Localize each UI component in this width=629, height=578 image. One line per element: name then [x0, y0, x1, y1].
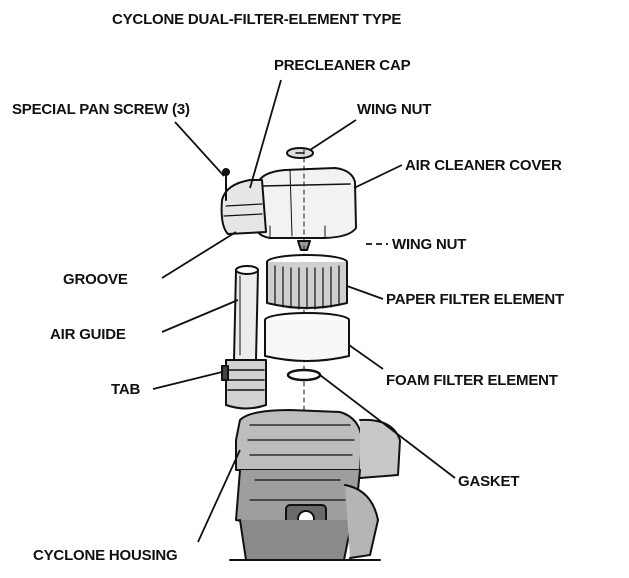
- label-tab: TAB: [111, 381, 141, 398]
- label-gasket: GASKET: [458, 473, 520, 490]
- label-precleaner-cap: PRECLEANER CAP: [274, 57, 411, 74]
- wing-nut-top-part: [286, 147, 314, 159]
- label-air-cleaner-cover: AIR CLEANER COVER: [405, 157, 562, 174]
- label-special-pan-screw: SPECIAL PAN SCREW (3): [12, 101, 190, 118]
- label-wing-nut-top: WING NUT: [357, 101, 432, 118]
- paper-filter-part: [266, 254, 348, 310]
- leader-tab: [152, 371, 223, 390]
- label-foam-filter-element: FOAM FILTER ELEMENT: [386, 372, 558, 389]
- label-paper-filter-element: PAPER FILTER ELEMENT: [386, 291, 564, 308]
- leader-wing-nut-top: [309, 119, 357, 151]
- pan-screw-part: [222, 168, 230, 201]
- leader-gasket: [319, 374, 456, 479]
- label-air-guide: AIR GUIDE: [50, 326, 126, 343]
- leader-air-cleaner-cover: [353, 164, 403, 189]
- label-wing-nut-inner: WING NUT: [392, 236, 467, 253]
- leader-foam-filter: [348, 344, 384, 370]
- leader-air-guide: [161, 299, 239, 333]
- gasket-part: [286, 368, 322, 382]
- air-cleaner-cover-part: [255, 167, 357, 239]
- air-guide-part: [233, 265, 259, 361]
- engine-base-part: [229, 409, 401, 561]
- leader-lines: [152, 79, 456, 543]
- diagram-title: CYCLONE DUAL-FILTER-ELEMENT TYPE: [112, 11, 402, 28]
- leader-pan-screw: [174, 121, 225, 177]
- precleaner-cap-part: [220, 179, 267, 235]
- leader-groove: [161, 231, 237, 279]
- leader-cyclone-housing: [197, 449, 241, 543]
- label-cyclone-housing: CYCLONE HOUSING: [33, 547, 178, 564]
- label-groove: GROOVE: [63, 271, 128, 288]
- leader-paper-filter: [346, 285, 384, 300]
- cyclone-body-part: [221, 359, 267, 410]
- leader-precleaner-cap: [249, 79, 282, 189]
- foam-filter-part: [264, 312, 350, 362]
